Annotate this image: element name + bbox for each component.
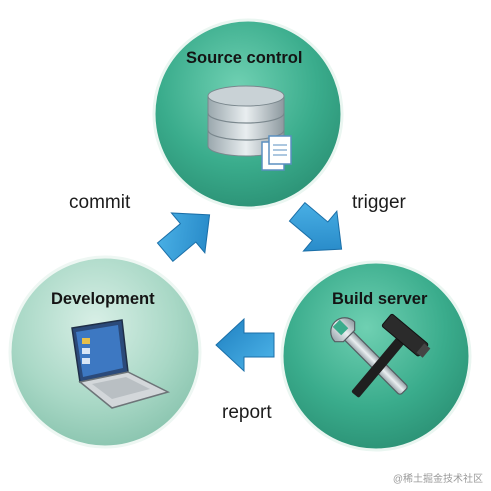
tools-icon [330, 313, 431, 398]
report-label: report [222, 402, 272, 423]
commit-arrow [156, 212, 211, 263]
database-icon [207, 85, 292, 171]
watermark: @稀土掘金技术社区 [392, 474, 483, 485]
trigger-label: trigger [352, 192, 406, 213]
source-control-title: Source control [186, 49, 303, 67]
development-title: Development [51, 290, 155, 308]
commit-label: commit [69, 192, 131, 213]
build-server-title: Build server [332, 290, 428, 308]
development-node [8, 255, 202, 449]
laptop-icon [71, 319, 171, 409]
build-server-node [280, 260, 472, 452]
trigger-arrow [288, 201, 343, 252]
source-control-node [152, 18, 344, 210]
report-arrow [215, 317, 275, 373]
